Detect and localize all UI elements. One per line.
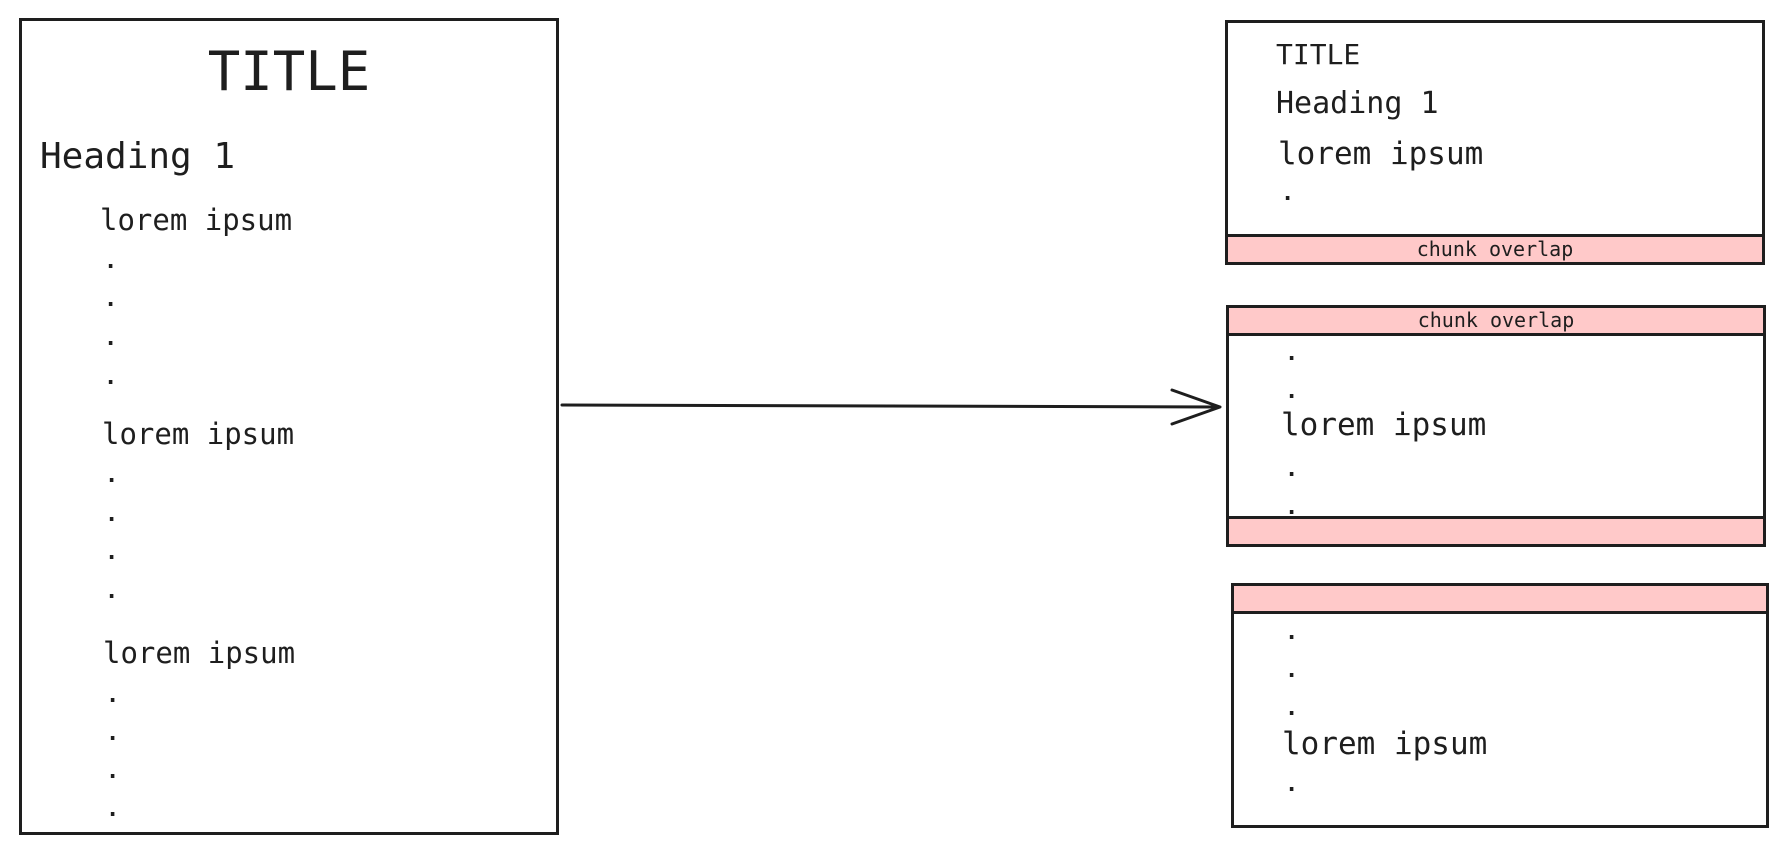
chunk-1-overlap-label: chunk overlap <box>1416 237 1574 261</box>
chunk-3-text: lorem ipsum <box>1282 726 1488 762</box>
section-3-dot: . <box>106 721 120 746</box>
section-1-text: lorem ipsum <box>100 203 293 237</box>
section-1-dot: . <box>104 249 118 274</box>
section-1-dot: . <box>104 365 118 390</box>
section-1-dot: . <box>104 326 118 351</box>
split-arrow-line <box>560 403 1220 409</box>
chunk-1-heading: Heading 1 <box>1276 86 1439 121</box>
chunk-1-title: TITLE <box>1276 38 1361 71</box>
section-3-dot: . <box>106 759 120 784</box>
section-2-text: lorem ipsum <box>102 417 295 451</box>
section-2-dot: . <box>105 463 119 488</box>
section-1-dot: . <box>104 287 118 312</box>
chunk-2-dot: . <box>1285 379 1299 404</box>
chunk-1-overlap-bottom: chunk overlap <box>1228 234 1762 262</box>
chunk-2-dot: . <box>1285 457 1299 482</box>
chunk-3-dot: . <box>1285 658 1299 683</box>
chunk-2-dot: . <box>1285 495 1299 520</box>
source-document: TITLE Heading 1 lorem ipsum . . . . lore… <box>19 18 559 835</box>
document-heading: Heading 1 <box>40 136 236 177</box>
chunk-1-text: lorem ipsum <box>1278 136 1484 172</box>
chunk-1: TITLE Heading 1 lorem ipsum . . chunk ov… <box>1225 20 1765 265</box>
chunk-2-dot: . <box>1285 341 1299 366</box>
section-2-dot: . <box>105 502 119 527</box>
split-arrow-head <box>1170 388 1222 426</box>
chunk-2-overlap-top: chunk overlap <box>1229 308 1763 336</box>
section-2-dot: . <box>105 540 119 565</box>
chunk-2-overlap-bottom <box>1229 516 1763 544</box>
chunk-2: chunk overlap . . lorem ipsum . . <box>1226 305 1766 547</box>
section-3-dot: . <box>106 797 120 822</box>
chunk-3-overlap-top <box>1234 586 1766 614</box>
document-title: TITLE <box>207 40 371 103</box>
chunk-3: . . . lorem ipsum . <box>1231 583 1769 828</box>
chunk-2-text: lorem ipsum <box>1281 407 1487 443</box>
chunk-2-overlap-label: chunk overlap <box>1417 308 1575 332</box>
chunk-3-dot: . <box>1285 772 1299 797</box>
section-3-dot: . <box>106 683 120 708</box>
chunk-3-dot: . <box>1285 696 1299 721</box>
chunk-1-dot: . <box>1281 181 1295 206</box>
chunk-3-dot: . <box>1285 620 1299 645</box>
section-3-text: lorem ipsum <box>103 636 296 670</box>
section-2-dot: . <box>105 579 119 604</box>
